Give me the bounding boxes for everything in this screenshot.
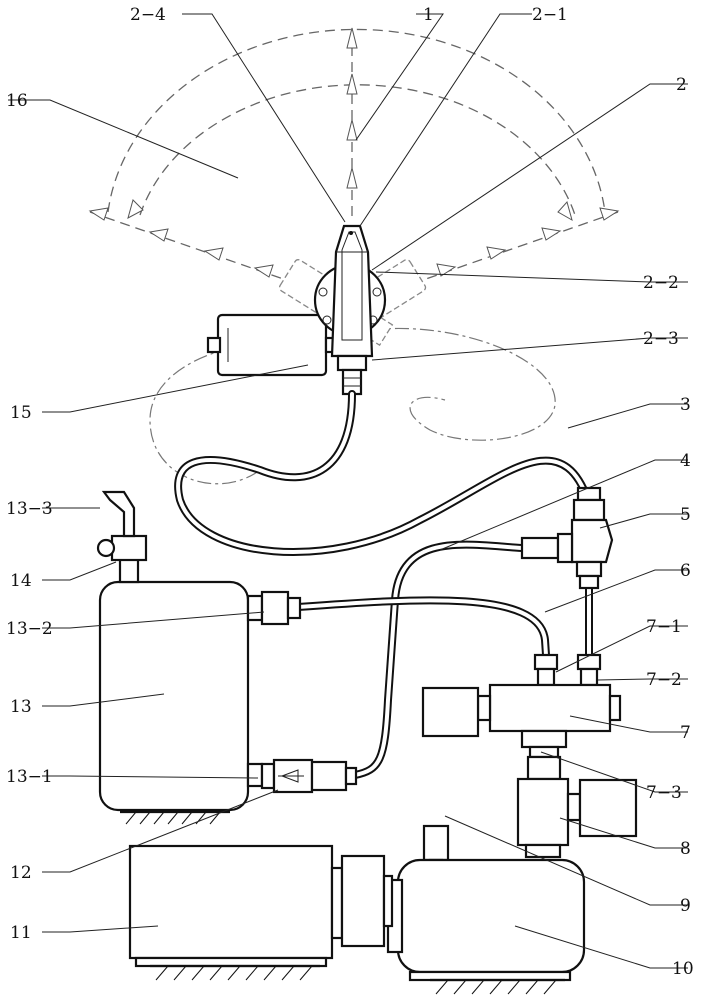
pump-head [516,755,638,859]
ground-hatch-bottom [150,964,565,995]
vertical-spray-arrows [346,27,358,220]
label-12: 12 [10,863,32,883]
label-4: 4 [680,451,691,471]
label-13-1: 13−1 [6,767,53,787]
label-2-3: 2−3 [643,329,679,349]
spray-range-arc [107,28,606,222]
label-6: 6 [680,561,691,581]
swing-motor [206,313,340,377]
right-spray-arrows [399,207,620,289]
label-2-4: 2−4 [130,5,166,25]
hose-tank-to-valve [294,596,550,659]
tee-joint [520,486,614,590]
label-15: 15 [10,403,32,423]
label-14: 14 [10,571,32,591]
label-9: 9 [680,896,691,916]
fill-valve [96,490,148,584]
left-spray-arrows [88,207,316,291]
label-7-2: 7−2 [646,670,682,690]
pump-motor [386,824,586,982]
hose-to-nozzle [174,390,592,556]
label-7-3: 7−3 [646,783,682,803]
ground-hatch-tank [120,810,230,825]
hose-return [351,540,526,779]
label-3: 3 [680,395,691,415]
label-10: 10 [672,959,694,979]
label-13-3: 13−3 [6,499,53,519]
label-1: 1 [423,5,434,25]
label-2-2: 2−2 [643,273,679,293]
liquid-tank [98,580,302,812]
label-11: 11 [10,923,32,943]
check-filter [260,758,358,794]
label-16: 16 [6,91,28,111]
label-2-1: 2−1 [532,5,568,25]
label-7: 7 [680,723,691,743]
label-13-2: 13−2 [6,619,53,639]
label-2: 2 [676,75,687,95]
hose-swing-path-right [369,327,556,441]
valve-block [421,653,622,759]
engine [128,844,394,968]
callout-labels: 2−4 1 2−1 2 16 2−2 2−3 15 3 4 13−3 5 14 … [6,5,694,979]
label-8: 8 [680,839,691,859]
leader-lines [8,13,688,969]
label-13: 13 [10,697,32,717]
label-7-1: 7−1 [646,617,682,637]
label-5: 5 [680,505,691,525]
